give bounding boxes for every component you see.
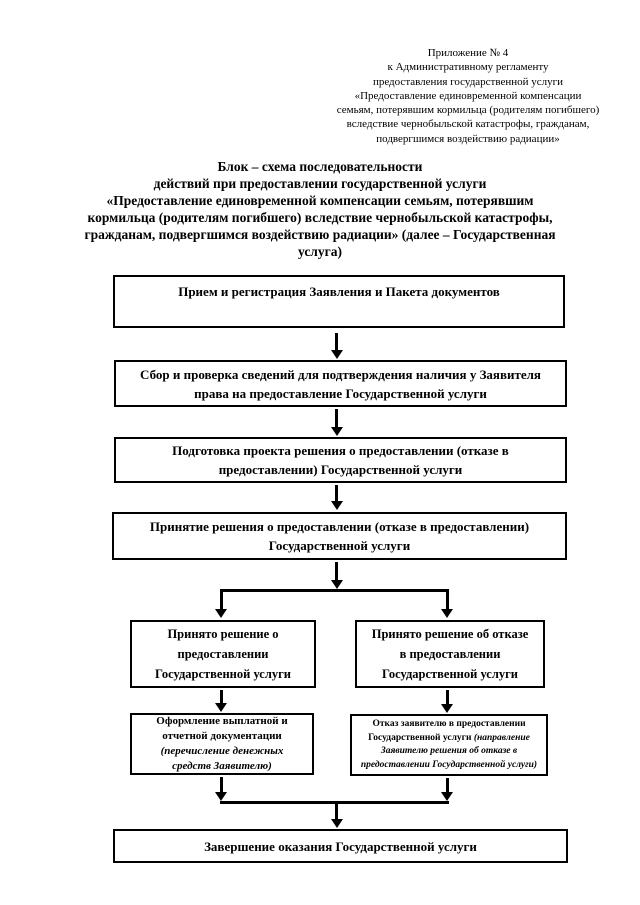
merge-stem-line <box>335 804 338 819</box>
arrowhead-down-icon <box>215 703 227 712</box>
document-title: Блок – схема последовательности действий… <box>84 159 556 259</box>
reception-box-label: Прием и регистрация Заявления и Пакета д… <box>178 284 500 299</box>
arrowhead-down-icon <box>441 609 453 618</box>
arrowhead-down-icon <box>331 580 343 589</box>
arrowhead-down-icon <box>441 704 453 713</box>
completion-box-label: Завершение оказания Государственной услу… <box>204 838 477 854</box>
merge-horizontal-line <box>220 801 449 804</box>
merge-right-line <box>446 778 449 792</box>
arrowhead-down-icon <box>441 792 453 801</box>
draft-decision-box: Подготовка проекта решения о предоставле… <box>114 437 567 483</box>
flow-arrow-1-line <box>335 333 338 350</box>
refusal-outcome-note: (направление Заявителю решения об отказе… <box>360 732 538 770</box>
verification-box: Сбор и проверка сведений для подтвержден… <box>114 360 567 407</box>
payment-outcome-label: Оформление выплатной и отчетной документ… <box>156 715 288 742</box>
arrowhead-down-icon <box>331 350 343 359</box>
merge-left-line <box>220 777 223 792</box>
payment-outcome-box: Оформление выплатной и отчетной документ… <box>130 713 314 775</box>
arrowhead-down-icon <box>215 792 227 801</box>
decision-box: Принятие решения о предоставлении (отказ… <box>112 512 567 560</box>
flow-arrow-left-line <box>220 690 223 703</box>
draft-decision-box-label: Подготовка проекта решения о предоставле… <box>172 443 509 477</box>
appendix-header: Приложение № 4 к Административному регла… <box>336 47 600 145</box>
arrowhead-down-icon <box>215 609 227 618</box>
decision-box-label: Принятие решения о предоставлении (отказ… <box>149 519 530 553</box>
refusal-outcome-label: Отказ заявителю в предоставлении Государ… <box>368 719 526 743</box>
arrowhead-down-icon <box>331 501 343 510</box>
branch-right-line <box>446 592 449 609</box>
approved-branch-label: Принято решение о предоставлении Государ… <box>155 627 291 681</box>
approved-branch-box: Принято решение о предоставлении Государ… <box>130 620 316 688</box>
payment-outcome-note: (перечисление денежных средств Заявителю… <box>160 745 284 772</box>
arrowhead-down-icon <box>331 427 343 436</box>
branch-left-line <box>220 592 223 609</box>
arrowhead-down-icon <box>331 819 343 828</box>
completion-box: Завершение оказания Государственной услу… <box>113 829 568 863</box>
flow-arrow-3-line <box>335 485 338 501</box>
reception-box: Прием и регистрация Заявления и Пакета д… <box>113 275 565 328</box>
refusal-outcome-text: Отказ заявителю в предоставлении Государ… <box>356 718 542 772</box>
refusal-outcome-box: Отказ заявителю в предоставлении Государ… <box>350 714 548 776</box>
branch-stem-line <box>335 562 338 580</box>
flow-arrow-right-line <box>446 690 449 704</box>
branch-horizontal-line <box>220 589 449 592</box>
flow-arrow-2-line <box>335 409 338 427</box>
refused-branch-box: Принято решение об отказе в предоставлен… <box>355 620 545 688</box>
refused-branch-label: Принято решение об отказе в предоставлен… <box>371 627 529 681</box>
verification-box-label: Сбор и проверка сведений для подтвержден… <box>140 366 541 401</box>
